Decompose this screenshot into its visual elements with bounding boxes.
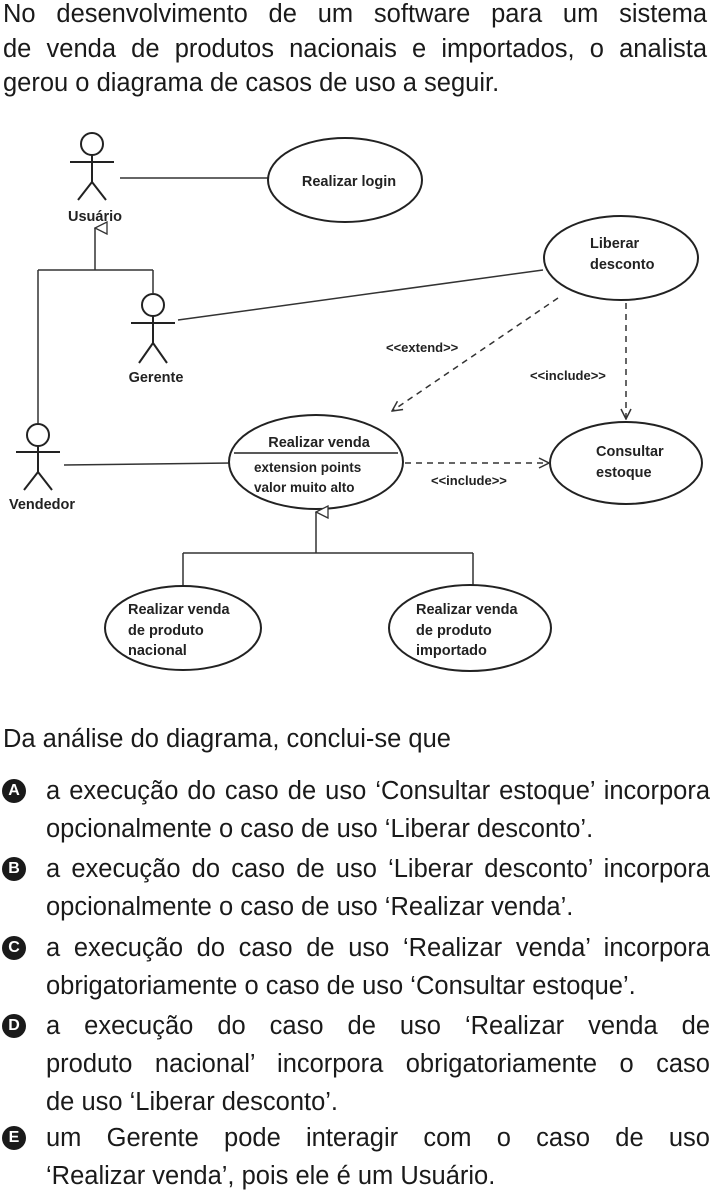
actor-usuario-label: Usuário — [68, 209, 122, 225]
option-letter-badge: B — [2, 857, 26, 881]
option-text: um Gerente pode interagir com o caso de … — [46, 1119, 710, 1195]
extend-label: <<extend>> — [386, 340, 459, 355]
question-stem: Da análise do diagrama, conclui-se que — [3, 725, 451, 753]
option-line: obrigatoriamente o caso de uso ‘Consulta… — [46, 972, 636, 1000]
usecase-venda-nacional-label: Realizar venda — [128, 602, 230, 618]
actor-vendedor-label: Vendedor — [9, 497, 75, 513]
association-gerente-desconto — [177, 269, 544, 321]
extension-points-label: extension points — [254, 460, 361, 475]
actor-gerente-label: Gerente — [129, 370, 184, 386]
option-text: a execução do caso de uso ‘Consultar est… — [46, 772, 710, 848]
extend-arrow — [392, 297, 559, 411]
actor-gerente — [131, 293, 175, 364]
usecase-liberar-desconto-label: desconto — [590, 257, 655, 273]
option-line: ‘Realizar venda’, pois ele é um Usuário. — [46, 1162, 496, 1190]
include-label-venda: <<include>> — [431, 473, 507, 488]
usecase-consultar-estoque-label: estoque — [596, 465, 652, 481]
intro-paragraph: No desenvolvimento de um software para u… — [3, 0, 707, 101]
actor-generalization — [37, 228, 154, 423]
option-line: a execução do caso de uso ‘Realizar vend… — [46, 934, 710, 962]
usecase-realizar-venda-label: Realizar venda — [268, 435, 370, 451]
option-line: de uso ‘Liberar desconto’. — [46, 1088, 339, 1116]
actor-vendedor — [16, 423, 60, 491]
usecase-realizar-login-label: Realizar login — [302, 174, 396, 190]
option-line: a execução do caso de uso ‘Realizar vend… — [46, 1012, 710, 1040]
option-line: opcionalmente o caso de uso ‘Realizar ve… — [46, 893, 574, 921]
include-label-desconto: <<include>> — [530, 368, 606, 383]
option-line: um Gerente pode interagir com o caso de … — [46, 1124, 710, 1152]
usecase-venda-nacional-label: de produto — [128, 623, 204, 639]
usecase-venda-importado-label: de produto — [416, 623, 492, 639]
option-line: a execução do caso de uso ‘Liberar desco… — [46, 855, 710, 883]
intro-line: No desenvolvimento de um software para u… — [3, 0, 707, 28]
extension-point-valor-muito-alto: valor muito alto — [254, 480, 355, 495]
usecase-consultar-estoque-label: Consultar — [596, 444, 664, 460]
association-vendedor-venda — [63, 462, 233, 466]
usecase-venda-nacional-label: nacional — [128, 643, 187, 659]
option-letter-badge: A — [2, 779, 26, 803]
usecase-liberar-desconto-label: Liberar — [590, 236, 640, 252]
usecase-consultar-estoque — [549, 421, 703, 505]
usecase-venda-importado-label: importado — [416, 643, 487, 659]
option-letter-badge: D — [2, 1014, 26, 1038]
usecase-generalization — [182, 512, 474, 588]
option-line: opcionalmente o caso de uso ‘Liberar des… — [46, 815, 594, 843]
intro-line: de venda de produtos nacionais e importa… — [3, 34, 707, 63]
option-letter-badge: C — [2, 936, 26, 960]
usecase-liberar-desconto — [543, 215, 699, 301]
use-case-diagram: Usuário Gerente Vendedor Realizar login … — [9, 132, 703, 672]
option-text: a execução do caso de uso ‘Realizar vend… — [46, 929, 710, 1005]
usecase-venda-importado-label: Realizar venda — [416, 602, 518, 618]
option-line: produto nacional’ incorpora obrigatoriam… — [46, 1050, 710, 1078]
usecase-venda-importado — [388, 584, 552, 672]
option-letter-badge: E — [2, 1126, 26, 1150]
actor-usuario — [70, 132, 114, 201]
option-line: a execução do caso de uso ‘Consultar est… — [46, 777, 710, 805]
intro-line: gerou o diagrama de casos de uso a segui… — [3, 69, 500, 97]
usecase-venda-nacional — [104, 585, 262, 671]
option-text: a execução do caso de uso ‘Liberar desco… — [46, 850, 710, 926]
usecase-realizar-login — [267, 137, 423, 223]
option-text: a execução do caso de uso ‘Realizar vend… — [46, 1007, 710, 1121]
